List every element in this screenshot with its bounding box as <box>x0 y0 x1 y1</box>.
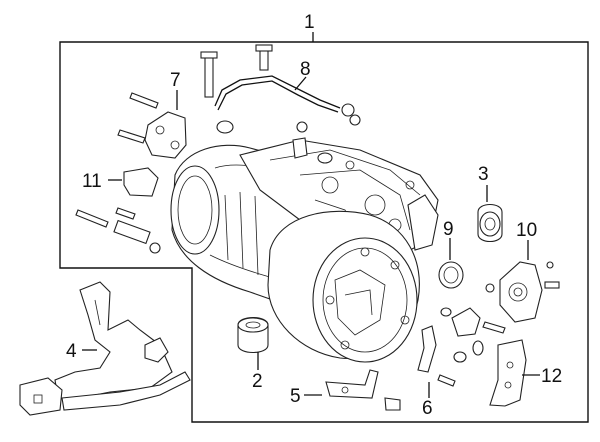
part-11-sensor <box>75 167 161 254</box>
leader-lines <box>82 32 540 398</box>
callout-labels: 1 2 3 4 5 6 7 8 9 10 11 12 <box>66 12 562 419</box>
callout-10: 10 <box>516 220 537 241</box>
part-9-seal <box>438 261 464 289</box>
callout-1: 1 <box>304 12 315 33</box>
callout-11: 11 <box>82 171 102 192</box>
assembly-frame <box>59 41 589 423</box>
part-4-crossmember <box>19 281 191 416</box>
part-2-bushing <box>237 316 269 354</box>
drive-unit-assembly <box>170 139 439 363</box>
callout-3: 3 <box>478 164 489 185</box>
callout-7: 7 <box>170 70 181 91</box>
part-3-bushing <box>477 203 503 243</box>
callout-6: 6 <box>422 398 433 419</box>
part-5-bracket <box>325 369 379 399</box>
fasteners <box>292 121 506 411</box>
part-10-bracket <box>485 261 560 323</box>
part-8-tube <box>200 44 361 134</box>
part-6-bracket <box>417 325 437 373</box>
callout-2: 2 <box>252 371 263 392</box>
callout-12: 12 <box>541 366 562 387</box>
part-12-bracket <box>489 339 527 407</box>
part-7-mount <box>117 92 187 159</box>
callout-9: 9 <box>443 219 454 240</box>
callout-5: 5 <box>290 386 301 407</box>
callout-4: 4 <box>66 341 77 362</box>
callout-8: 8 <box>300 59 311 80</box>
